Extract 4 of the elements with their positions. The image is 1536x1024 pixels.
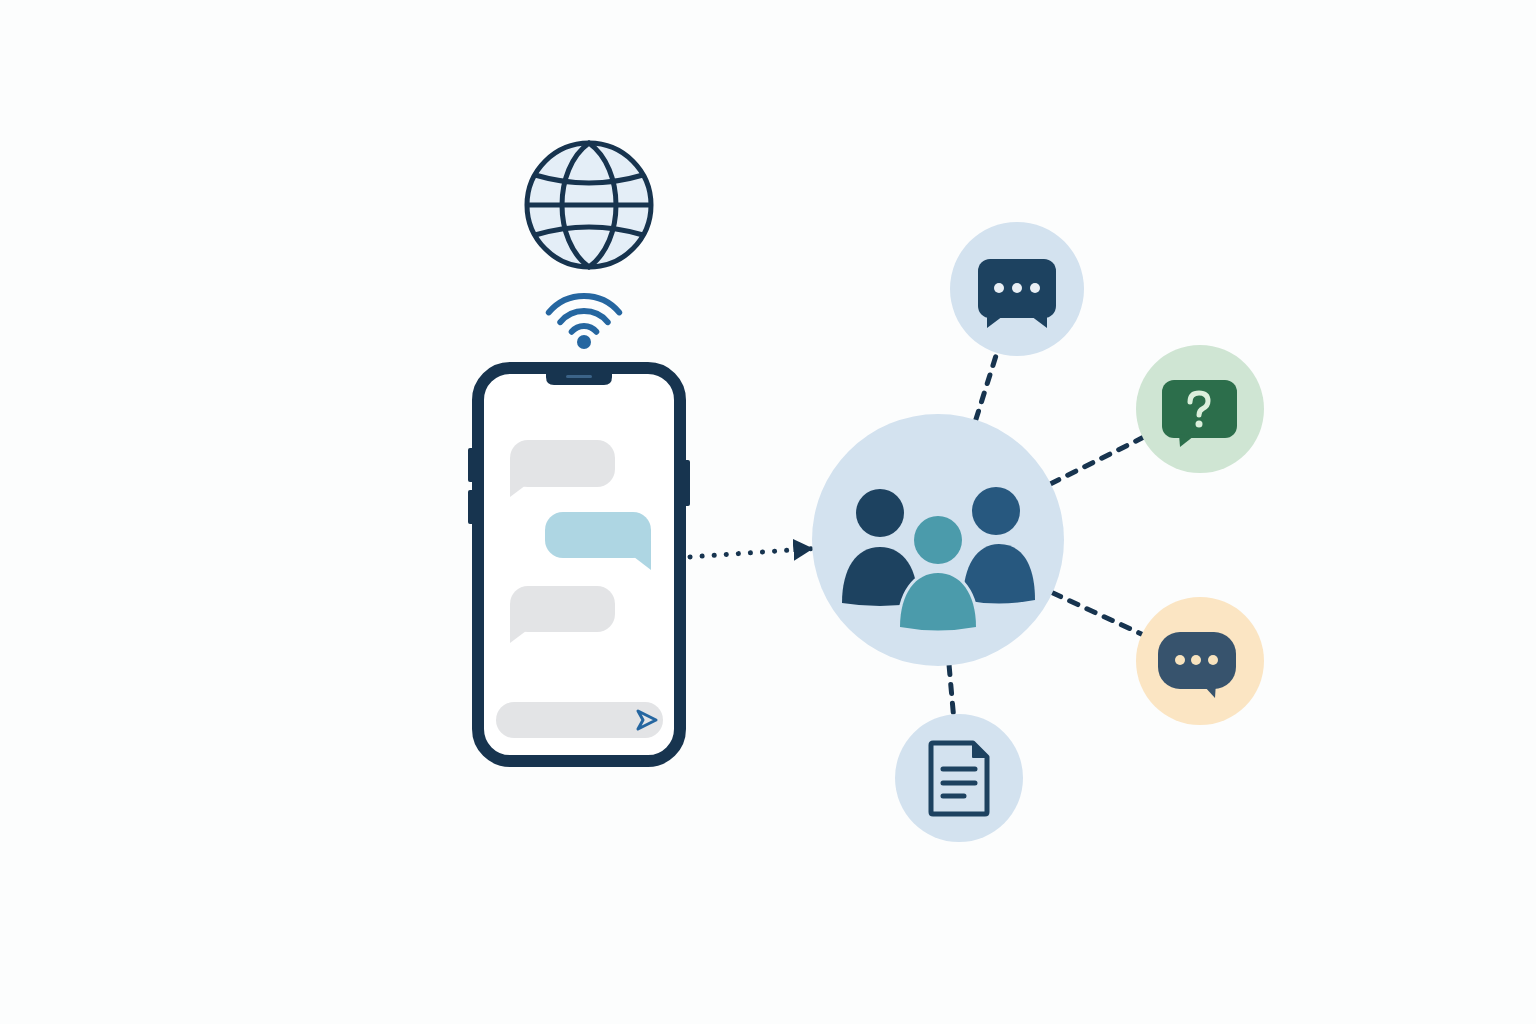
dashed-connector-line [1049,590,1145,637]
dotted-arrow [687,538,815,561]
dashed-connector-line [1048,435,1146,487]
dashed-connector-line [946,663,956,717]
